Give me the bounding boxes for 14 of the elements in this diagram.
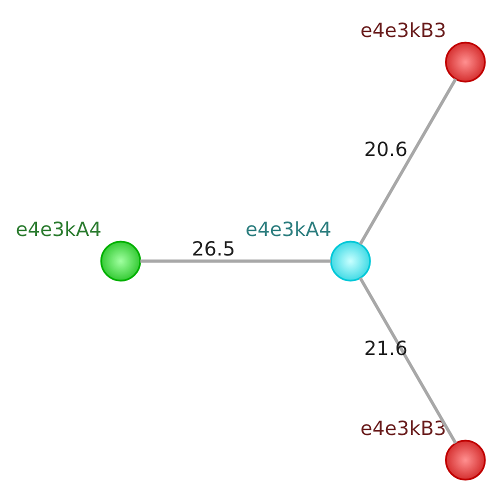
edge-label: 20.6 [364,137,408,160]
node-circle [100,240,141,282]
connector [140,259,330,262]
node-circle [330,240,370,282]
node-circle [444,439,486,480]
node-label: e4e3kB3 [360,18,446,42]
node-label: e4e3kA4 [15,217,102,240]
edge-label: 21.6 [364,336,408,360]
node-label: e4e3kB3 [360,416,446,440]
node-label: e4e3kA4 [245,217,331,240]
node-circle [444,41,486,82]
connector [358,276,457,444]
connector [358,78,457,244]
edge-label: 26.5 [191,236,235,260]
